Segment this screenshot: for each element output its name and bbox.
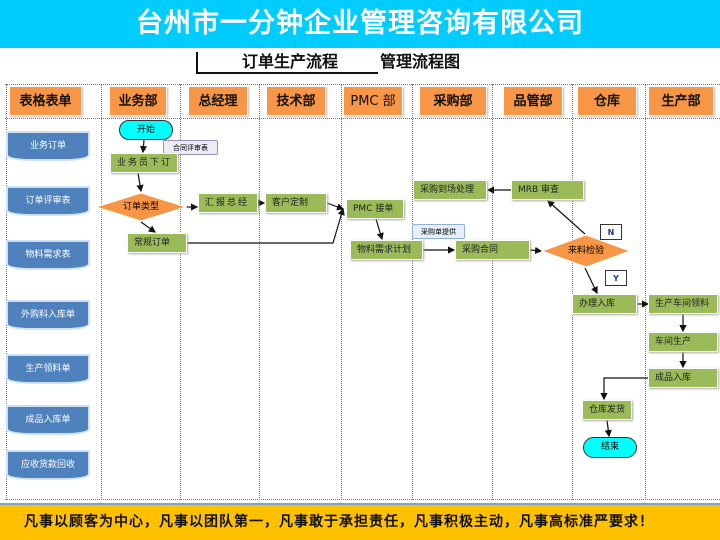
stock-in-step: 办理入库 — [572, 294, 637, 314]
lane-gm: 总经理 — [188, 86, 248, 116]
footer-slogan: 凡事以顾客为中心，凡事以团队第一，凡事敢于承担责任，凡事积极主动，凡事高标准严要… — [0, 503, 720, 540]
flow-suffix: 管理流程图 — [380, 52, 461, 71]
company-title: 台州市一分钟企业管理咨询有限公司 — [0, 0, 720, 48]
start-terminal: 开始 — [119, 120, 173, 140]
lane-sales: 业务部 — [109, 86, 167, 116]
form-finished-in: 成品入库单 — [6, 405, 90, 435]
lane-warehouse: 仓库 — [577, 86, 637, 116]
regular-order-step: 常规订单 — [127, 233, 187, 253]
inspection-decision: 来料检验 — [541, 234, 631, 268]
lane-quality: 品管部 — [503, 86, 563, 116]
end-terminal: 结束 — [583, 437, 637, 458]
flow-title: 订单生产流程 管理流程图 — [196, 52, 460, 74]
workshop-production-step: 车间生产 — [648, 332, 718, 352]
sales-order-step: 业务员下订 — [110, 153, 178, 173]
inspection-label: 来料检验 — [567, 246, 604, 256]
no-label: N — [600, 224, 622, 240]
order-type-label: 订单类型 — [122, 202, 159, 212]
form-purchase-in: 外购料入库单 — [6, 300, 90, 330]
custom-order-step: 客户定制 — [265, 193, 327, 213]
lane-tech: 技术部 — [266, 86, 326, 116]
form-material-demand: 物料需求表 — [6, 240, 90, 270]
contract-review-note: 合同评审表 — [163, 140, 218, 155]
form-production-pick: 生产领料单 — [6, 354, 90, 384]
form-order-review: 订单评审表 — [6, 186, 90, 216]
purchase-note: 采购单提供 — [412, 224, 465, 239]
flow-arrow — [600, 377, 648, 401]
report-gm-step: 汇报总经 — [198, 193, 258, 213]
flow-arrow — [187, 207, 345, 244]
lane-production: 生产部 — [648, 86, 714, 116]
lane-divider — [180, 84, 181, 500]
flow-arrow — [584, 267, 598, 295]
flow-arrow — [136, 172, 144, 193]
flow-arrow — [547, 200, 586, 235]
flow-name: 订单生产流程 — [196, 52, 379, 74]
lane-divider — [6, 84, 7, 500]
pmc-accept-step: PMC 接单 — [346, 199, 404, 219]
order-type-decision: 订单类型 — [95, 192, 187, 222]
material-plan-step: 物料需求计划 — [350, 240, 423, 260]
lane-divider — [101, 84, 102, 500]
finished-in-step: 成品入库 — [648, 368, 718, 388]
lane-divider — [645, 84, 646, 500]
ship-step: 仓库发货 — [582, 400, 632, 420]
lane-divider — [341, 84, 342, 500]
grid-line — [5, 499, 720, 500]
grid-line — [5, 84, 720, 85]
flow-arrow — [139, 139, 148, 154]
lane-forms: 表格表单 — [9, 86, 82, 116]
flow-arrow — [375, 218, 384, 241]
flow-arrow — [604, 419, 612, 438]
flow-arrow — [326, 202, 345, 211]
form-receivable: 应收货款回收 — [6, 450, 90, 480]
grid-line — [5, 118, 720, 119]
lane-divider — [259, 84, 260, 500]
yes-label: Y — [605, 270, 627, 286]
lane-divider — [492, 84, 493, 500]
form-sales-order: 业务订单 — [6, 131, 90, 161]
lane-purchase: 采购部 — [419, 86, 487, 116]
lane-pmc: PMC 部 — [343, 86, 403, 116]
purchase-handle-step: 采购到场处理 — [413, 180, 487, 200]
flow-arrow — [140, 221, 156, 233]
flow-arrow — [529, 246, 543, 255]
lane-divider — [412, 84, 413, 500]
mrb-review-step: MRB 审查 — [511, 180, 584, 200]
lane-divider — [572, 84, 573, 500]
purchase-contract-step: 采购合同 — [455, 240, 530, 260]
workshop-pick-step: 生产车间领料 — [648, 294, 718, 314]
